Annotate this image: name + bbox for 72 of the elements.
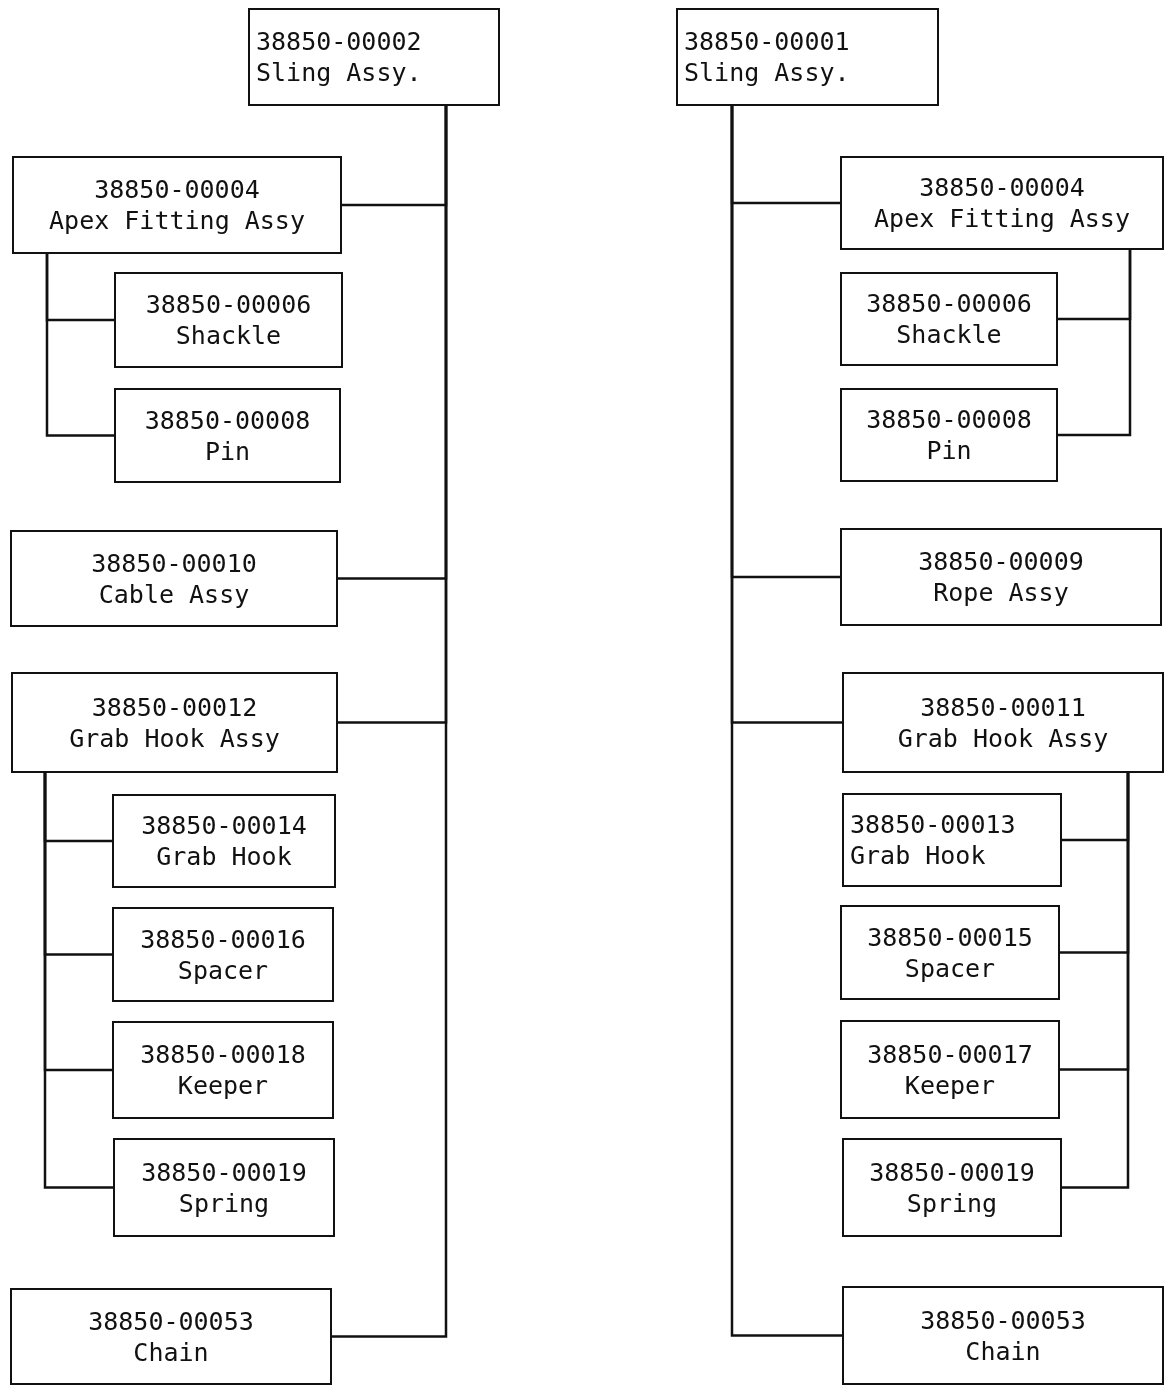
- part-name: Grab Hook: [155, 841, 293, 872]
- part-name: Keeper: [903, 1069, 997, 1101]
- part-name: Chain: [964, 1335, 1042, 1367]
- part-number: 38850-00008: [865, 404, 1033, 435]
- connector-line: [1062, 773, 1130, 1189]
- connector-line: [730, 106, 842, 1337]
- part-number: 38850-00014: [140, 810, 308, 841]
- part-box: [842, 1286, 1164, 1385]
- part-number: 38850-00017: [866, 1038, 1034, 1070]
- part-number: 38850-00009: [917, 546, 1085, 577]
- part-box: [840, 156, 1164, 250]
- connector-line: [45, 254, 114, 437]
- part-box: [248, 8, 500, 106]
- part-name: Grab Hook Assy: [896, 722, 1110, 754]
- part-number: 38850-00019: [868, 1156, 1036, 1188]
- part-name: Apex Fitting Assy: [48, 205, 306, 236]
- part-number: 38850-00006: [144, 289, 313, 320]
- part-number: 38850-00004: [93, 174, 261, 205]
- part-name: Pin: [925, 435, 973, 466]
- part-name: Keeper: [176, 1070, 270, 1101]
- part-number: 38850-00019: [140, 1156, 308, 1188]
- part-name: Grab Hook: [850, 840, 987, 871]
- part-name: Apex Fitting Assy: [873, 203, 1131, 234]
- part-name: Shackle: [895, 319, 1003, 350]
- part-number: 38850-00015: [866, 921, 1034, 953]
- part-box: [840, 388, 1058, 482]
- part-box: [112, 907, 334, 1002]
- part-box: [114, 388, 341, 483]
- part-name: Spacer: [176, 954, 270, 986]
- part-number: 38850-00053: [87, 1305, 255, 1337]
- part-name: Grab Hook Assy: [68, 722, 281, 754]
- part-number: 38850-00053: [919, 1304, 1087, 1336]
- part-box: [842, 793, 1062, 887]
- part-box: [12, 156, 342, 254]
- part-number: 38850-00006: [865, 288, 1033, 319]
- connector-line: [1058, 250, 1132, 437]
- part-name: Sling Assy.: [256, 57, 423, 88]
- part-number: 38850-00004: [918, 172, 1086, 203]
- part-name: Chain: [132, 1336, 210, 1368]
- part-number: 38850-00013: [850, 809, 1017, 840]
- part-number: 38850-00008: [143, 404, 312, 436]
- part-name: Rope Assy: [932, 577, 1070, 608]
- part-number: 38850-00012: [90, 691, 259, 723]
- part-name: Spring: [177, 1187, 271, 1219]
- part-number: 38850-00018: [139, 1039, 307, 1070]
- part-name: Pin: [203, 435, 252, 467]
- part-box: [10, 1288, 332, 1385]
- part-name: Cable Assy: [97, 578, 251, 610]
- connector-line: [43, 773, 113, 1189]
- connector-line: [332, 106, 448, 1338]
- part-box: [10, 530, 338, 627]
- part-box: [840, 528, 1162, 626]
- part-box: [114, 272, 343, 368]
- part-name: Sling Assy.: [684, 57, 851, 88]
- part-name: Spacer: [903, 952, 997, 984]
- part-name: Spring: [905, 1187, 999, 1219]
- part-box: [840, 1020, 1060, 1119]
- part-box: [840, 272, 1058, 366]
- part-box: [11, 672, 338, 773]
- part-number: 38850-00010: [90, 547, 258, 579]
- part-number: 38850-00016: [139, 923, 307, 955]
- part-number: 38850-00001: [684, 26, 851, 57]
- part-box: [842, 672, 1164, 773]
- part-number: 38850-00002: [256, 26, 423, 57]
- part-box: [112, 794, 336, 888]
- part-box: [840, 905, 1060, 1000]
- part-name: Shackle: [174, 320, 283, 351]
- part-box: [676, 8, 939, 106]
- part-box: [842, 1138, 1062, 1237]
- part-box: [113, 1138, 335, 1237]
- part-number: 38850-00011: [919, 691, 1087, 723]
- part-box: [112, 1021, 334, 1119]
